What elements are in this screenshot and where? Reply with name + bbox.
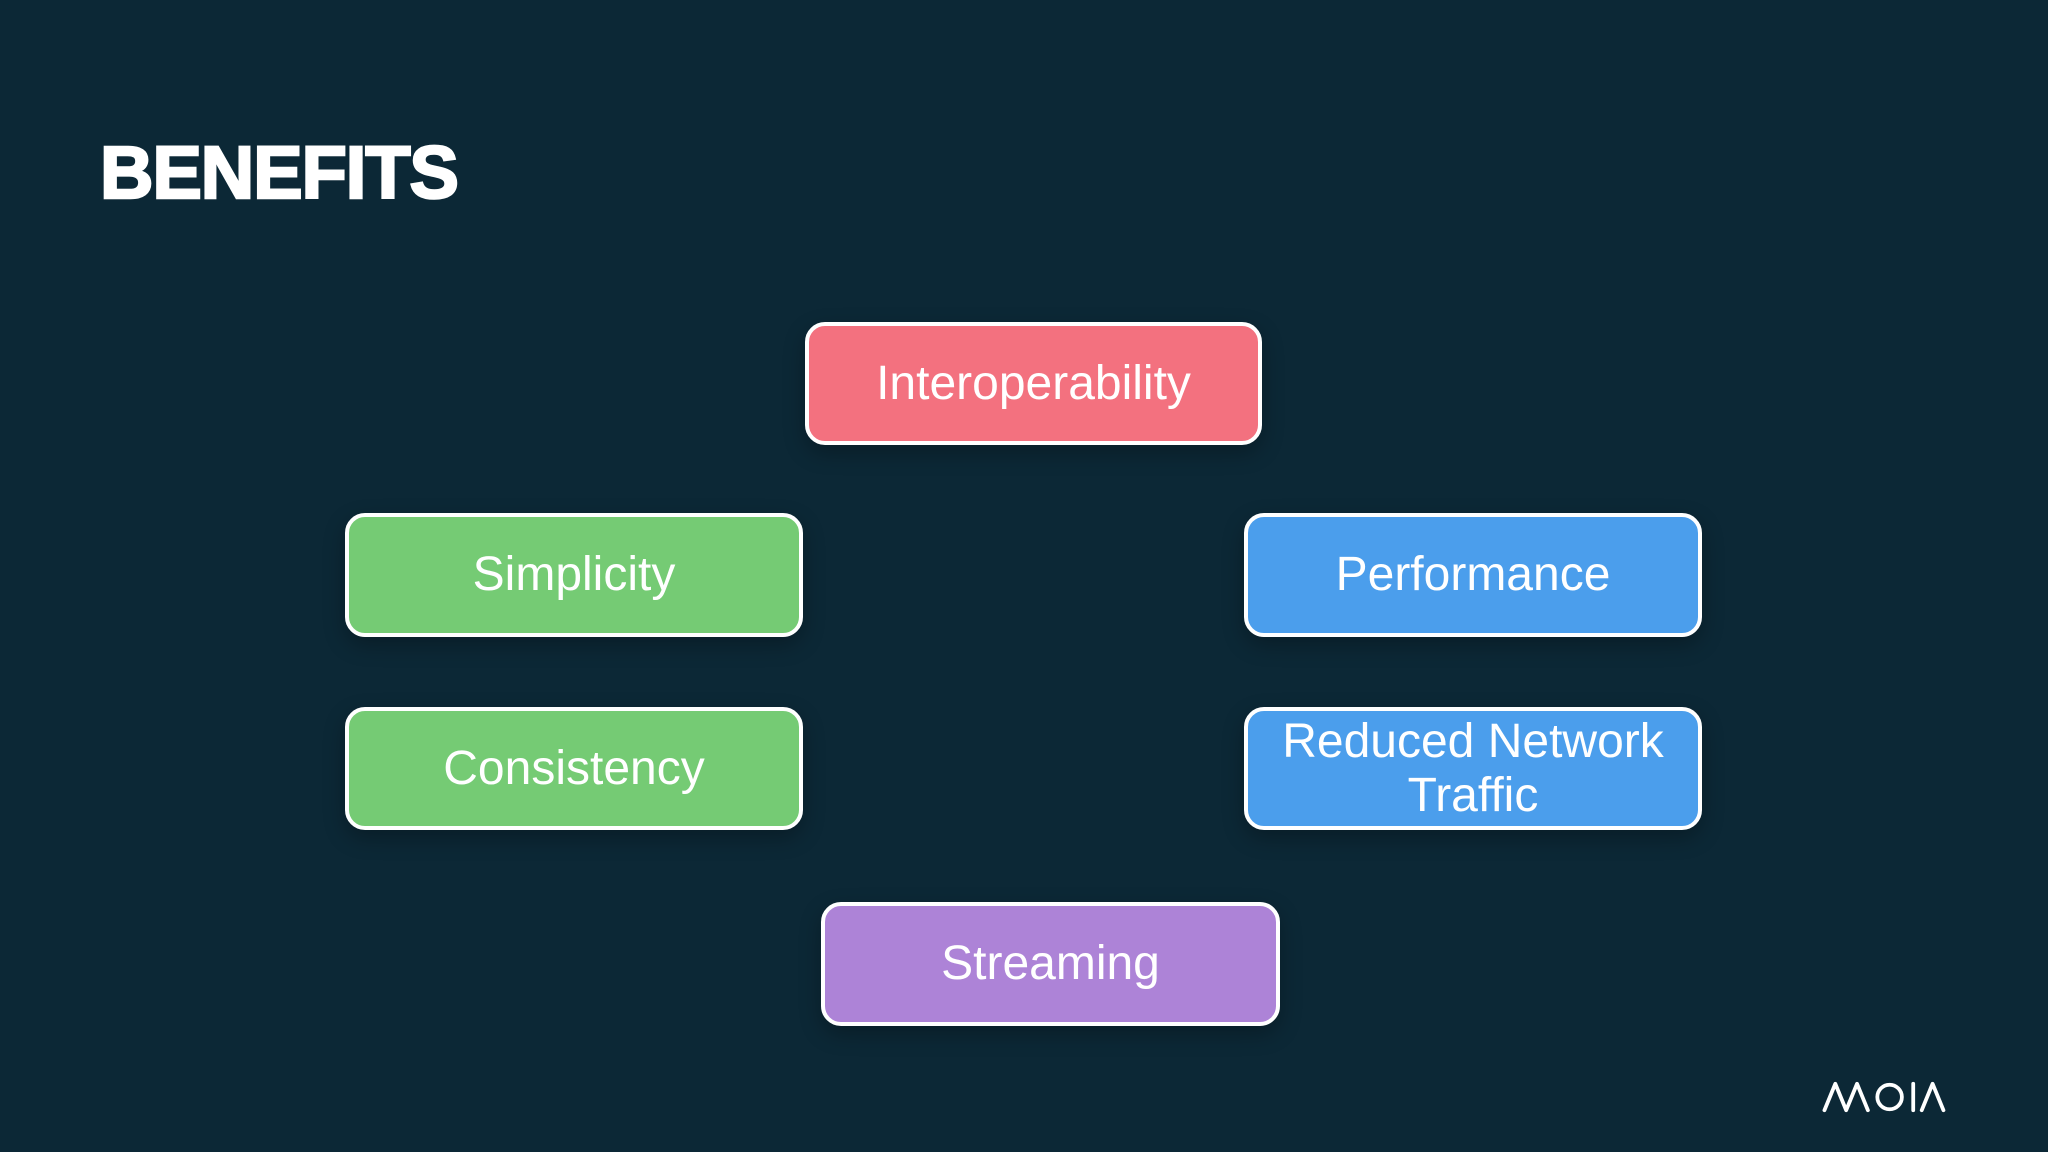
benefit-box-label: Consistency (443, 741, 705, 795)
benefit-box-label: Interoperability (876, 356, 1191, 410)
moia-logo (1818, 1080, 1948, 1114)
benefit-box-label: Performance (1335, 548, 1611, 602)
slide-title: BENEFITS (99, 131, 460, 214)
benefit-box-simplicity: Simplicity (345, 513, 803, 637)
benefit-box-label: Simplicity (472, 548, 676, 602)
benefit-box-interoperability: Interoperability (805, 322, 1262, 445)
benefit-box-performance: Performance (1244, 513, 1702, 637)
logo-letter-m (1822, 1081, 1870, 1113)
moia-logo-glyphs (1822, 1081, 1946, 1113)
logo-letter-o (1875, 1082, 1904, 1112)
logo-letter-a (1919, 1081, 1946, 1113)
benefit-box-label: Reduced Network Traffic (1282, 714, 1664, 822)
benefit-box-label: Streaming (941, 937, 1160, 991)
benefit-box-reduced-network-traffic: Reduced Network Traffic (1244, 707, 1702, 830)
benefit-box-consistency: Consistency (345, 707, 803, 830)
benefit-box-streaming: Streaming (821, 902, 1280, 1026)
